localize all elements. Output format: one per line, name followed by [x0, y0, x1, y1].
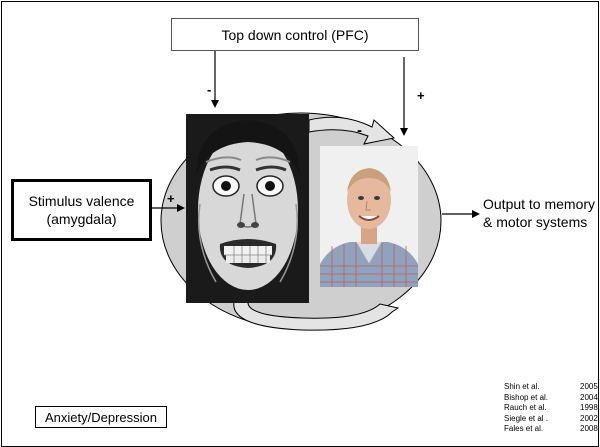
output-line1: Output to memory [483, 196, 596, 212]
minus-sign-top-left: - [207, 82, 212, 97]
lower-loop-arrow [233, 301, 400, 331]
plus-sign-left: + [167, 191, 175, 206]
stimulus-valence-box: Stimulus valence (amygdala) [11, 179, 152, 241]
reference-author: Siegle et al . [504, 413, 549, 423]
reference-row: Siegle et al . 2002 [504, 413, 598, 425]
output-line2: & motor systems [483, 214, 588, 230]
top-down-control-label: Top down control (PFC) [221, 26, 369, 43]
stimulus-valence-line2: (amygdala) [46, 211, 117, 227]
reference-row: Rauch et al. 1998 [504, 403, 598, 414]
reference-year: 1998 [580, 403, 598, 412]
anxiety-depression-box: Anxiety/Depression [35, 406, 167, 428]
reference-year: 2004 [580, 392, 598, 402]
reference-year: 2005 [580, 382, 598, 391]
reference-row: Fales et al. 2008 [504, 424, 598, 435]
fearful-face-image [186, 114, 309, 303]
reference-row: Shin et al. 2005 [504, 382, 598, 393]
reference-row: Bishop et al. 2004 [504, 392, 598, 404]
reference-author: Fales et al. [504, 424, 544, 433]
output-label: Output to memory & motor systems [483, 195, 598, 231]
reference-year: 2008 [580, 424, 598, 433]
man-portrait-image [320, 146, 418, 287]
plus-sign-top-right: + [417, 88, 425, 103]
reference-year: 2002 [580, 413, 598, 423]
reference-author: Bishop et al. [504, 392, 549, 402]
anxiety-depression-label: Anxiety/Depression [45, 409, 157, 425]
minus-sign-center: - [357, 122, 362, 139]
reference-author: Shin et al. [504, 382, 540, 391]
references-list: Shin et al. 2005 Bishop et al. 2004 Rauc… [504, 382, 598, 435]
upper-curved-arrow [308, 116, 396, 145]
stimulus-valence-line1: Stimulus valence [28, 193, 135, 209]
top-down-control-box: Top down control (PFC) [171, 18, 419, 51]
reference-author: Rauch et al. [504, 403, 547, 412]
